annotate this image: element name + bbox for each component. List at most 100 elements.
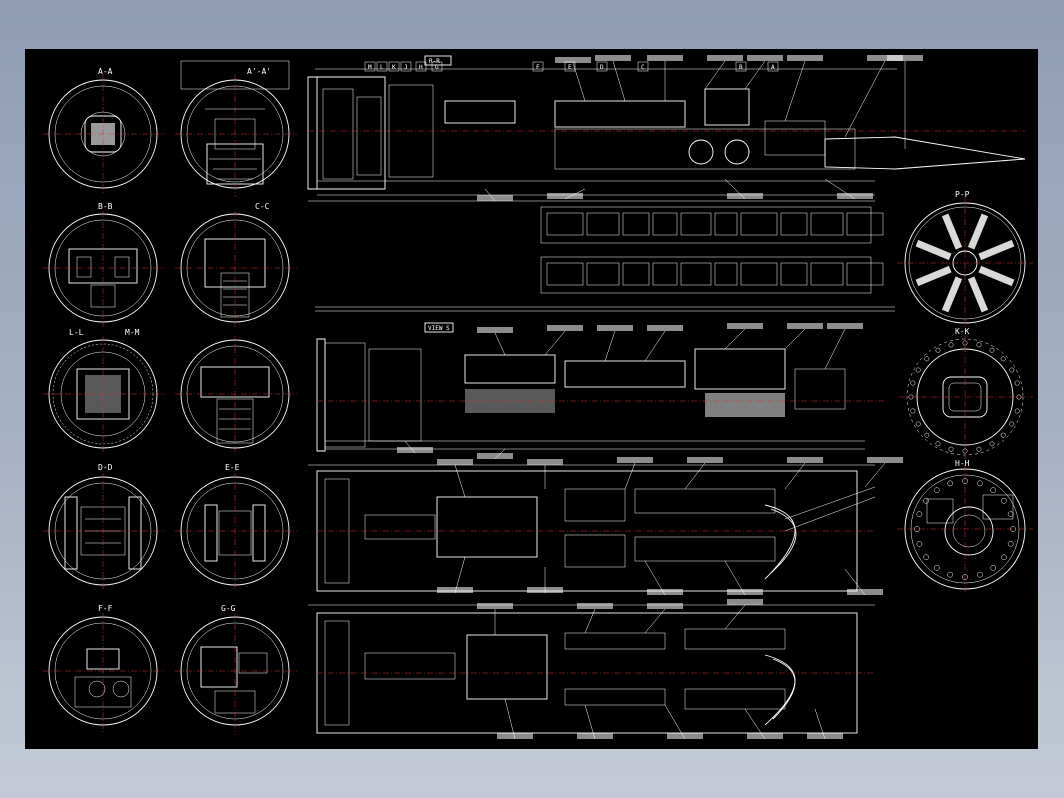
bolt-hole [1007, 540, 1014, 547]
plan-component-box [810, 262, 844, 286]
plan-component-box [680, 212, 712, 236]
section-l-l: L-L [43, 328, 165, 453]
cut-marker-box [767, 61, 779, 72]
cutterhead-spoke [978, 239, 1015, 261]
callout-text-block [747, 733, 783, 739]
section-circles-left: A-A A'-A' B-B [43, 60, 297, 735]
callout-text-block [827, 323, 863, 329]
plan-component-box [810, 212, 844, 236]
bolt-hole [916, 511, 923, 518]
plan-component-box [622, 262, 650, 286]
cut-marker-label: K [392, 64, 396, 71]
cut-marker-box [637, 61, 649, 72]
cad-drawing-sheet: A-A A'-A' B-B [25, 49, 1038, 749]
callout-text-block [727, 589, 763, 595]
callout-text-block [595, 55, 631, 61]
section-g-g: G-G [175, 604, 297, 735]
plan-component-box [714, 212, 738, 236]
leader-line [744, 60, 766, 90]
bolt-hole [915, 367, 921, 373]
cutterhead-spoke [941, 276, 963, 313]
tbm-general-arrangement-drawing: A-A A'-A' B-B [43, 55, 1033, 740]
cut-marker-label: E [568, 64, 572, 71]
section-f-f-label: F-F [98, 604, 113, 613]
bolt-hole [1000, 554, 1007, 561]
callout-text-block [597, 325, 633, 331]
bolt-hole [910, 408, 916, 414]
cut-marker-box [431, 61, 443, 72]
callout-text-block [687, 457, 723, 463]
section-p-p: P-P [897, 190, 1033, 329]
bolt-hole [935, 441, 941, 447]
callout-text-block [727, 599, 763, 605]
cut-marker-label: F [536, 64, 540, 71]
callout-text-block [497, 733, 533, 739]
callout-text-block [727, 323, 763, 329]
bolt-hole [989, 347, 995, 353]
leader-line [724, 604, 746, 630]
callout-text-block [647, 603, 683, 609]
bolt-hole [976, 342, 982, 348]
callout-text-block [647, 325, 683, 331]
callout-text-block [477, 195, 513, 201]
callout-text-block [547, 193, 583, 199]
callout-text-block [527, 459, 563, 465]
bolt-hole [924, 432, 930, 438]
callout-text-block [787, 323, 823, 329]
section-a-a: A-A [43, 67, 165, 194]
cut-marker-label: D [600, 64, 604, 71]
cutterhead-spoke [915, 265, 952, 287]
leader-line [494, 332, 506, 356]
callout-text-block [547, 325, 583, 331]
bolt-hole [933, 564, 940, 571]
callout-text-block [577, 603, 613, 609]
section-d-d-label: D-D [98, 463, 113, 472]
callout-text-block [577, 733, 613, 739]
plan-view-bottom [316, 599, 875, 740]
leader-line [784, 462, 806, 490]
callout-text-block [397, 447, 433, 453]
plan-component-box [740, 262, 778, 286]
bolt-hole [976, 480, 983, 487]
cut-marker-box [400, 61, 412, 72]
section-b-b: B-B [43, 202, 165, 327]
cut-marker-box [735, 61, 747, 72]
bolt-hole [1014, 408, 1020, 414]
leader-line [824, 328, 846, 370]
plan-component-box [622, 212, 650, 236]
bolt-hole [1000, 497, 1007, 504]
callout-text-block [787, 55, 823, 61]
bolt-hole [923, 554, 930, 561]
plan-component-box [714, 262, 738, 286]
leader-line [584, 608, 596, 634]
bolt-hole [1009, 367, 1015, 373]
cut-marker-box [532, 61, 544, 72]
callout-text-block [437, 587, 473, 593]
leader-line [454, 464, 466, 498]
view-s: VIEW S [316, 322, 885, 460]
plan-component-box [846, 212, 884, 236]
bolt-hole [915, 421, 921, 427]
cut-marker-label: J [404, 64, 408, 71]
section-aa-aa-label: A'-A' [247, 67, 271, 76]
leader-line [612, 60, 626, 102]
bolt-hole [910, 380, 916, 386]
plan-component-box [846, 262, 884, 286]
cut-marker-label: B [739, 64, 743, 71]
callout-text-block [647, 55, 683, 61]
bolt-hole [976, 446, 982, 452]
plan-component-box [546, 212, 584, 236]
bolt-hole [990, 487, 997, 494]
bolt-hole [1000, 432, 1006, 438]
bolt-hole [923, 497, 930, 504]
leader-line [624, 462, 636, 490]
cut-marker-label: A [771, 64, 775, 71]
callout-text-block [867, 457, 903, 463]
callout-text-block [847, 589, 883, 595]
plan-component-box [680, 262, 712, 286]
bolt-hole [916, 540, 923, 547]
plan-component-box [586, 212, 620, 236]
leader-line [504, 698, 516, 740]
callout-text-block [527, 587, 563, 593]
